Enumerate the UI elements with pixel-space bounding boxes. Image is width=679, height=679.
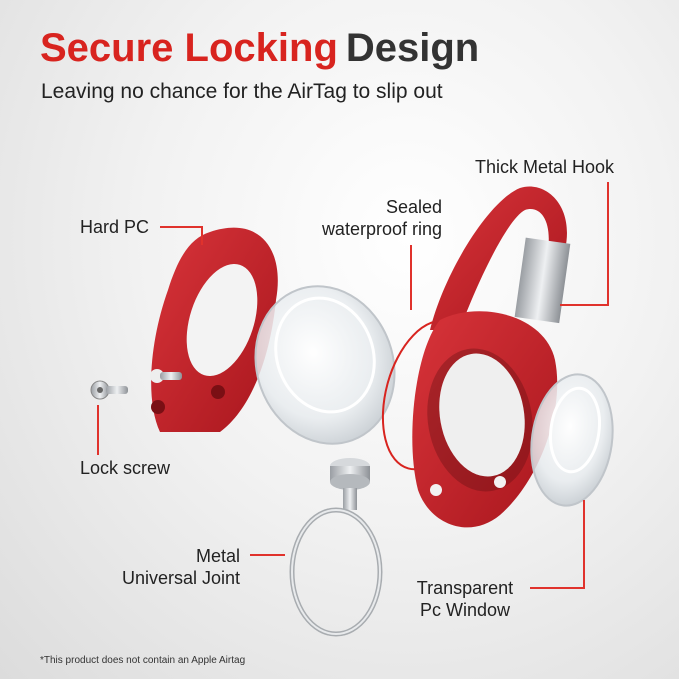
label-window-line1: Transparent xyxy=(416,578,514,598)
headline-accent: Secure Locking xyxy=(40,26,338,70)
carabiner-body xyxy=(412,186,571,528)
lock-screw xyxy=(90,380,128,400)
hard-pc-ring xyxy=(150,227,278,432)
label-window: Transparent Pc Window xyxy=(406,577,524,621)
leader-lines xyxy=(97,182,609,589)
subtitle: Leaving no chance for the AirTag to slip… xyxy=(41,80,443,103)
leader-pc xyxy=(160,226,203,245)
leader-hook xyxy=(560,182,609,306)
label-joint: Metal Universal Joint xyxy=(100,545,240,589)
headline-plain: Design xyxy=(345,26,480,70)
footnote: *This product does not contain an Apple … xyxy=(40,655,246,666)
transparent-window xyxy=(530,373,614,507)
label-hook: Thick Metal Hook xyxy=(475,157,615,177)
label-ring: Sealed waterproof ring xyxy=(300,196,442,240)
label-ring-line2: waterproof ring xyxy=(321,219,442,239)
clear-dome xyxy=(254,285,396,445)
label-joint-line1: Metal xyxy=(195,546,240,566)
label-window-line2: Pc Window xyxy=(419,600,511,620)
label-pc: Hard PC xyxy=(80,217,150,237)
label-joint-line2: Universal Joint xyxy=(121,568,240,588)
leader-window xyxy=(530,500,585,589)
label-ring-line1: Sealed xyxy=(385,197,442,217)
label-screw: Lock screw xyxy=(80,458,171,478)
universal-joint xyxy=(289,458,383,637)
